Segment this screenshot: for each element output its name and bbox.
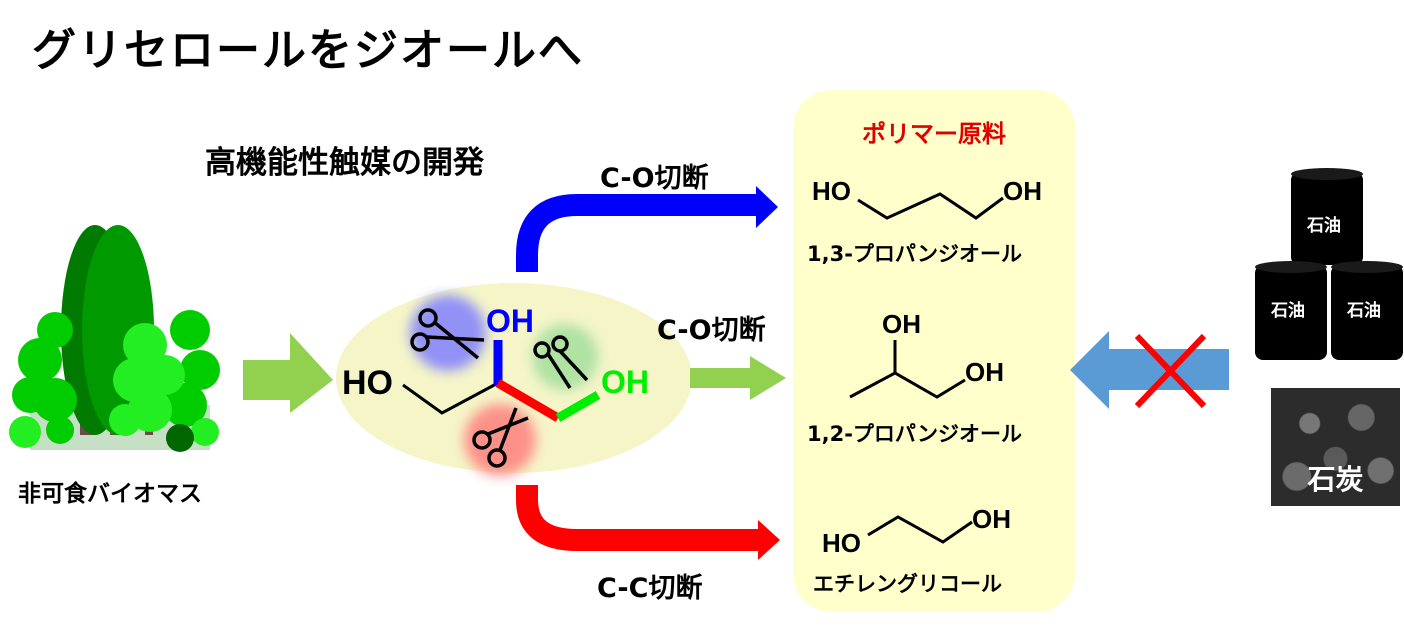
- products-panel: [793, 90, 1075, 612]
- pathway-arrow-co-middle: [690, 356, 786, 400]
- molecule-ethylene-glycol: HO OH: [822, 504, 1011, 558]
- pathway-label-co-upper: C-O切断: [600, 163, 709, 194]
- pathway-arrow-cc: [516, 485, 760, 551]
- forest-icon: [9, 225, 220, 452]
- glycerol-oh-top: OH: [486, 303, 534, 339]
- feed-arrow: [243, 333, 333, 413]
- coal-label: 石炭: [1307, 463, 1364, 496]
- page-title: グリセロールをジオールへ: [32, 25, 584, 76]
- scissors-icon-co-right: [533, 335, 589, 389]
- molecule-12-propanediol: OH OH: [849, 309, 1004, 399]
- product-name-eg: エチレングリコール: [813, 572, 1002, 596]
- svg-text:OH: OH: [1003, 176, 1042, 206]
- glycerol-oh-right: OH: [601, 364, 649, 400]
- products-panel-title: ポリマー原料: [862, 120, 1006, 148]
- cross-icon: [1134, 333, 1207, 409]
- svg-text:OH: OH: [965, 357, 1004, 387]
- products-panel-text: ポリマー原料 1,3-プロパンジオール 1,2-プロパンジオール エチレングリコ…: [793, 90, 1075, 612]
- barrel-label-left: 石油: [1271, 301, 1305, 321]
- product-name-12pdo: 1,2-プロパンジオール: [807, 422, 1022, 446]
- molecule-13-propanediol: HO OH: [812, 176, 1042, 220]
- pathway-arrow-co-upper: [516, 194, 760, 272]
- fossil-arrow: [1070, 331, 1229, 409]
- scissors-icon-co-upper: [410, 308, 485, 360]
- svg-text:HO: HO: [812, 176, 851, 206]
- barrel-label-right: 石油: [1347, 301, 1381, 321]
- product-name-13pdo: 1,3-プロパンジオール: [807, 242, 1022, 266]
- oil-barrels-icon: [1255, 168, 1403, 360]
- barrel-label-top: 石油: [1307, 216, 1341, 236]
- glycerol-ho-left: HO: [342, 364, 393, 402]
- svg-text:OH: OH: [882, 309, 921, 339]
- pathway-label-co-middle: C-O切断: [657, 315, 766, 346]
- pathway-label-cc: C-C切断: [597, 573, 703, 604]
- svg-text:OH: OH: [972, 504, 1011, 534]
- coal-image: 石炭: [1271, 388, 1400, 506]
- svg-text:HO: HO: [822, 528, 861, 558]
- subtitle: 高機能性触媒の開発: [205, 145, 484, 181]
- scissors-icon-cc: [472, 407, 529, 468]
- biomass-label: 非可食バイオマス: [18, 481, 202, 507]
